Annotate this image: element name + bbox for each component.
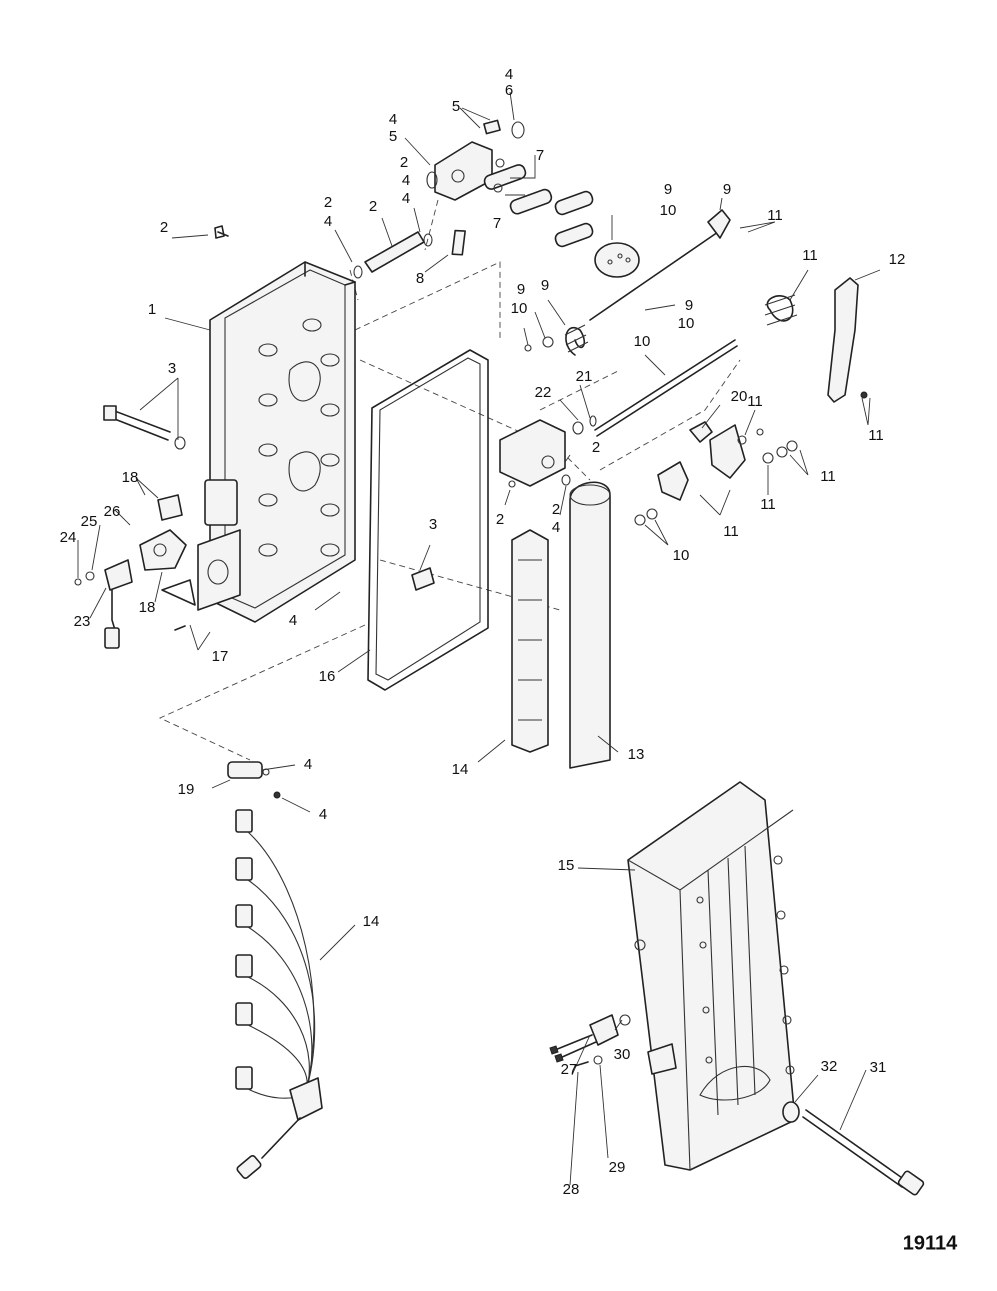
callout-3-a: 3 (168, 360, 176, 377)
callout-4-h: 4 (304, 756, 312, 773)
callout-9-d: 9 (541, 277, 549, 294)
callout-10-d: 10 (634, 333, 651, 350)
callout-2-f: 2 (496, 511, 504, 528)
callout-11-c: 11 (747, 393, 763, 410)
fitting-part-19 (227, 761, 281, 799)
wire-harness-part-14 (235, 809, 323, 1180)
callout-8: 8 (416, 270, 424, 287)
callout-2-a: 2 (324, 194, 332, 211)
callout-16: 16 (319, 668, 336, 685)
callout-9-c: 9 (517, 281, 525, 298)
housing-bosses (258, 318, 340, 557)
callout-5-b: 5 (389, 128, 397, 145)
callout-18-b: 18 (139, 599, 156, 616)
leader-lines (77, 91, 881, 1186)
callout-15: 15 (558, 857, 575, 874)
callout-4-top: 4 (505, 66, 513, 83)
callout-32: 32 (821, 1058, 838, 1075)
callout-17: 17 (212, 648, 229, 665)
callout-11-f: 11 (760, 496, 776, 513)
callout-22: 22 (535, 384, 552, 401)
callout-10-a: 10 (660, 202, 677, 219)
callout-9-e: 9 (685, 297, 693, 314)
callout-27: 27 (561, 1061, 578, 1078)
screw-part-3 (103, 405, 186, 450)
callout-20: 20 (731, 388, 748, 405)
callout-19: 19 (178, 781, 195, 798)
callout-11-a: 11 (767, 207, 783, 224)
callout-6-top: 6 (505, 82, 513, 99)
callout-2-d: 2 (160, 219, 168, 236)
callout-24: 24 (60, 529, 77, 546)
callout-29: 29 (609, 1159, 626, 1176)
callout-28: 28 (563, 1181, 580, 1198)
sleeve-part-3 (411, 567, 435, 591)
callout-13: 13 (628, 746, 645, 763)
callout-4-c: 4 (324, 213, 332, 230)
sensor-and-bolt-parts (549, 1014, 925, 1196)
callout-2-g: 2 (552, 501, 560, 518)
callout-11-e: 11 (820, 468, 836, 485)
callout-7-a: 7 (536, 147, 544, 164)
callout-14-a: 14 (452, 761, 469, 778)
shaft-assembly (524, 209, 868, 437)
callout-5-top: 5 (452, 98, 460, 115)
callout-4-e: 4 (402, 190, 410, 207)
callout-10-e: 10 (673, 547, 690, 564)
valve-assembly-top (353, 119, 594, 279)
callout-25: 25 (81, 513, 98, 530)
callout-10-c: 10 (678, 315, 695, 332)
valve-body-middle (499, 415, 597, 488)
callout-14-b: 14 (363, 913, 380, 930)
callout-1: 1 (148, 301, 156, 318)
callout-10-b: 10 (511, 300, 528, 317)
callout-4-f: 4 (552, 519, 560, 536)
callout-11-g: 11 (723, 523, 739, 540)
callout-4-i: 4 (319, 806, 327, 823)
cover-tube-part-13 (569, 481, 611, 769)
housing-part-1 (197, 261, 356, 623)
gasket-part-16 (367, 349, 489, 691)
callout-30: 30 (614, 1046, 631, 1063)
callout-11-d: 11 (868, 427, 884, 444)
sensor-parts-left (74, 494, 196, 649)
callout-26: 26 (104, 503, 121, 520)
callout-7-b: 7 (493, 215, 501, 232)
callout-2-e: 2 (592, 439, 600, 456)
callout-9-a: 9 (664, 181, 672, 198)
callout-2-c: 2 (369, 198, 377, 215)
callout-23: 23 (74, 613, 91, 630)
callout-12: 12 (889, 251, 906, 268)
callout-2-b: 2 (400, 154, 408, 171)
callout-4-d: 4 (402, 172, 410, 189)
rail-part-14 (511, 529, 549, 753)
callout-4-g: 4 (289, 612, 297, 629)
linkage-parts (634, 421, 798, 526)
callout-9-b: 9 (723, 181, 731, 198)
callout-4-b: 4 (389, 111, 397, 128)
figure-number: 19114 (903, 1232, 958, 1254)
cover-part-15 (627, 781, 796, 1171)
callout-11-b: 11 (802, 247, 818, 264)
callout-21: 21 (576, 368, 593, 385)
callout-18-a: 18 (122, 469, 139, 486)
callout-3-b: 3 (429, 516, 437, 533)
callout-31: 31 (870, 1059, 887, 1076)
screw-part-2 (214, 225, 229, 239)
